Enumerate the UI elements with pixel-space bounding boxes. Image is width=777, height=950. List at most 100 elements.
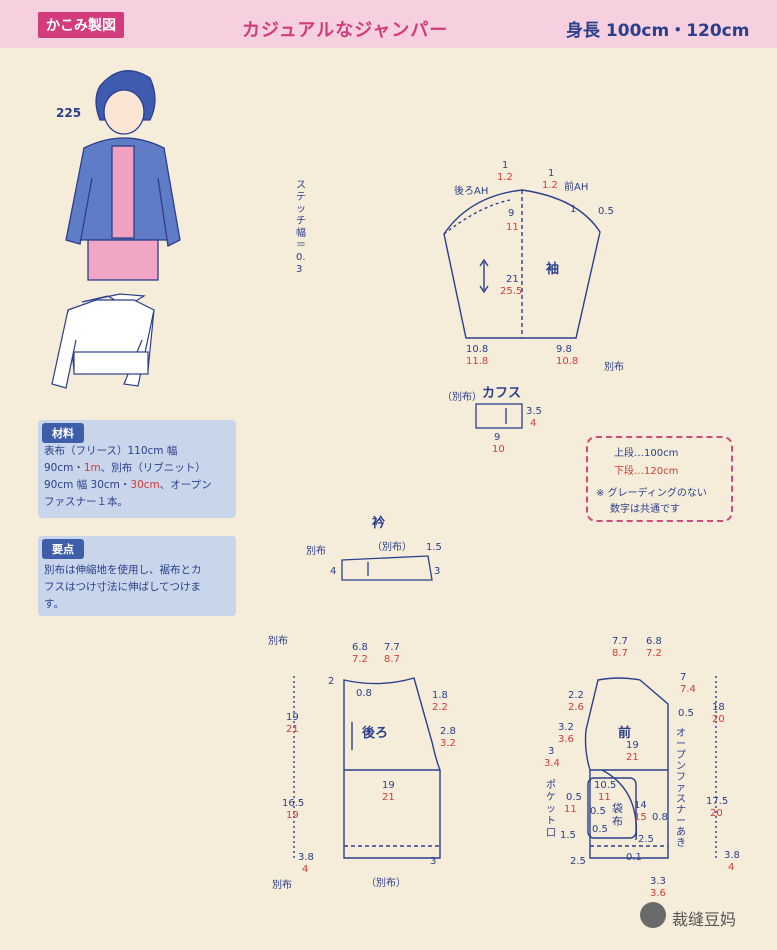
legend-lower-value: 120cm [644, 466, 679, 477]
cuffs-w: 9 [494, 432, 501, 443]
sleeve-rib: 別布 [604, 362, 624, 373]
front-n3-r: 3.4 [544, 758, 560, 769]
collar-e: 3 [434, 566, 441, 577]
back-n08: 0.8 [356, 688, 372, 699]
back-h: 19 [286, 712, 299, 723]
front-pw-r: 11 [598, 792, 611, 803]
collar-rib: 別布 [306, 546, 326, 557]
label-zipper-opening: オープンファスナーあき [676, 728, 686, 849]
points-line-2: フスはつけ寸法に伸ばしてつけま [44, 581, 201, 593]
back-w1: 6.8 [352, 642, 368, 653]
legend-upper: 上段… [614, 448, 644, 459]
front-ah: 3.2 [558, 722, 574, 733]
materials-line-1: 表布（フリース）110cm 幅 [44, 445, 178, 457]
sleeve-length-r: 25.5 [500, 286, 523, 297]
front-p01: 0.1 [626, 852, 642, 863]
cuffs-fabric: （別布） [442, 392, 482, 403]
sleeve-top2-r: 1.2 [542, 180, 558, 191]
sleeve-cap: 9 [508, 208, 515, 219]
front-n7-r: 7.4 [680, 684, 696, 695]
front-p05c: 0.5 [592, 824, 608, 835]
front-sh: 2.2 [568, 690, 584, 701]
sleeve-length: 21 [506, 274, 519, 285]
front-w1-r: 8.7 [612, 648, 628, 659]
front-p15: 1.5 [560, 830, 576, 841]
pattern-number: 225 [56, 106, 82, 120]
front-pattern [584, 676, 717, 859]
illustration-back [51, 293, 155, 389]
sleeve-w2: 9.8 [556, 344, 572, 355]
legend-note-2: 数字は共通です [610, 504, 680, 515]
label-back: 後ろ [362, 726, 389, 741]
back-sh-r: 2.2 [432, 702, 448, 713]
header-bar [0, 0, 777, 48]
back-hem-fabric: （別布） [366, 878, 406, 889]
front-hem2-r: 4 [728, 862, 735, 873]
back-hem-r: 4 [302, 864, 309, 875]
back-w2-r: 8.7 [384, 654, 400, 665]
front-hem: 3.3 [650, 876, 666, 887]
front-p05b: 0.5 [590, 806, 606, 817]
label-pocket: 袋布 [612, 802, 623, 828]
legend-upper-value: 100cm [644, 448, 679, 459]
points-line-3: す。 [44, 598, 64, 610]
size-legend: 上段…100cm 下段…120cm ※ グレーディングのない 数字は共通です [586, 436, 733, 522]
materials-line-4: ファスナー１本。 [44, 496, 128, 508]
front-w2-r: 7.2 [646, 648, 662, 659]
back-n3: 3 [430, 856, 437, 867]
back-bw-r: 21 [382, 792, 395, 803]
sleeve-top2: 1 [548, 168, 555, 179]
back-low-r: 19 [286, 810, 299, 821]
front-p14: 14 [634, 800, 647, 811]
label-collar: 衿 [372, 516, 386, 531]
materials-line-2: 90cm・1m、別布（リブニット） [44, 462, 206, 474]
back-ah-r: 3.2 [440, 738, 456, 749]
front-low: 17.5 [706, 796, 729, 807]
front-w2: 6.8 [646, 636, 662, 647]
points-text: 別布は伸縮地を使用し、裾布とカ フスはつけ寸法に伸ばしてつけま す。 [44, 562, 202, 613]
front-n7: 7 [680, 672, 687, 683]
back-h-r: 21 [286, 724, 299, 735]
watermark-icon [640, 902, 666, 928]
materials-heading: 材料 [42, 423, 84, 443]
watermark: 裁缝豆妈 [672, 910, 737, 929]
sleeve-w2-r: 10.8 [556, 356, 579, 367]
back-rib-bottom: 別布 [272, 880, 292, 891]
back-bw: 19 [382, 780, 395, 791]
back-w2: 7.7 [384, 642, 400, 653]
legend-lower: 下段… [614, 466, 644, 477]
back-sh: 1.8 [432, 690, 448, 701]
sleeve-w1-r: 11.8 [466, 356, 489, 367]
materials-line-3: 90cm 幅 30cm・30cm、オープン [44, 479, 212, 491]
back-ah: 2.8 [440, 726, 456, 737]
front-side-r: 20 [712, 714, 725, 725]
materials-text: 表布（フリース）110cm 幅 90cm・1m、別布（リブニット） 90cm 幅… [44, 443, 212, 511]
sleeve-w1: 10.8 [466, 344, 489, 355]
cuffs-h-r: 4 [530, 418, 537, 429]
front-n3: 3 [548, 746, 555, 757]
collar-w: 1.5 [426, 542, 442, 553]
back-hem: 3.8 [298, 852, 314, 863]
front-p05a: 0.5 [566, 792, 582, 803]
front-h: 19 [626, 740, 639, 751]
sleeve-top1-r: 1.2 [497, 172, 513, 183]
front-p08: 0.8 [652, 812, 668, 823]
back-rib: 別布 [268, 636, 288, 647]
label-front-ah: 前AH [564, 182, 589, 193]
label-back-ah: 後ろAH [454, 186, 489, 197]
front-sh-r: 2.6 [568, 702, 584, 713]
front-h-r: 21 [626, 752, 639, 763]
sleeve-cap-r: 11 [506, 222, 519, 233]
label-pocket-mouth: ポケット口 [546, 780, 556, 839]
front-n05: 0.5 [678, 708, 694, 719]
cuffs-pattern [475, 403, 523, 429]
front-pw: 10.5 [594, 780, 617, 791]
page-title: カジュアルなジャンパー [242, 20, 449, 41]
collar-h: 4 [330, 566, 337, 577]
front-ah-r: 3.6 [558, 734, 574, 745]
label-front: 前 [618, 726, 632, 741]
label-sleeve: 袖 [546, 262, 560, 277]
back-w1-r: 7.2 [352, 654, 368, 665]
front-side: 18 [712, 702, 725, 713]
